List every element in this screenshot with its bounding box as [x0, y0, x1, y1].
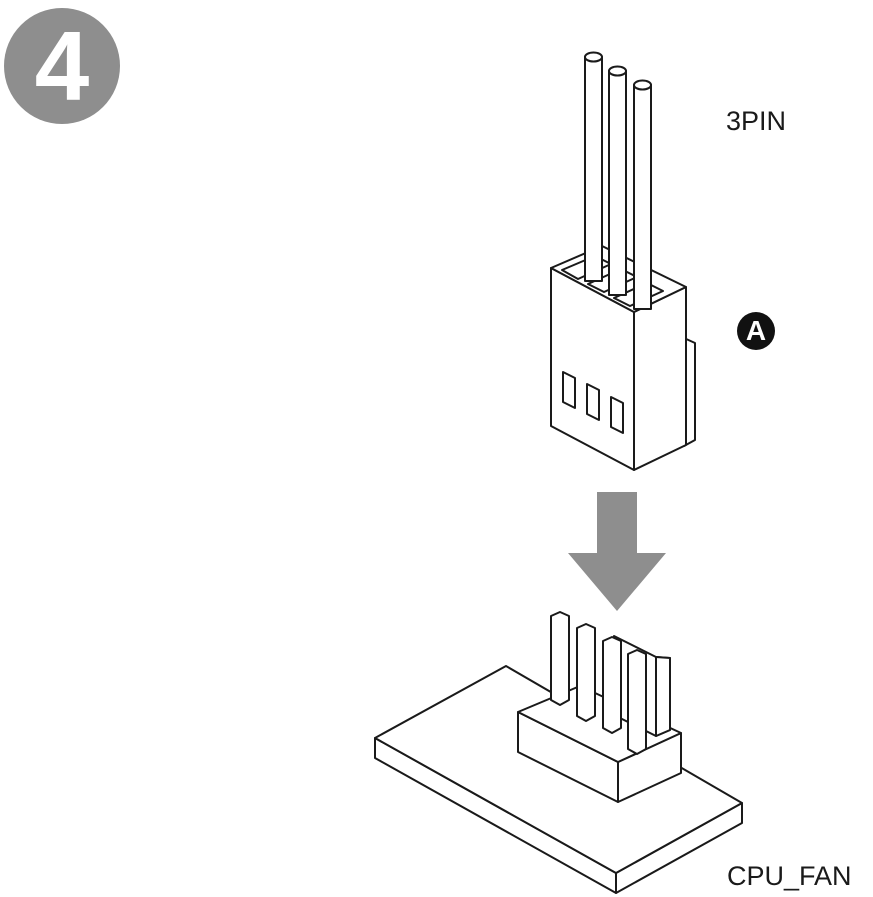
wire-2	[608, 70, 627, 296]
header-label: CPU_FAN	[727, 861, 852, 891]
wire-1	[584, 56, 603, 282]
connector-callout-badge: A	[737, 312, 775, 350]
header-pin-2	[576, 623, 596, 722]
wire-3-end	[633, 79, 652, 91]
connector-window-3	[610, 396, 624, 434]
header-pin-3	[602, 636, 622, 734]
connector-window-1	[562, 371, 576, 409]
header-pin-1	[550, 611, 570, 706]
header-pin-4	[627, 649, 647, 755]
header-pins	[550, 611, 647, 755]
connector-label: 3PIN	[726, 106, 787, 136]
connector-window-2	[586, 383, 600, 421]
motherboard-header	[374, 611, 743, 894]
down-arrow	[568, 492, 666, 611]
step-number-badge: 4	[4, 8, 120, 124]
wire-1-end	[584, 51, 603, 63]
wire-3	[633, 84, 652, 310]
fan-cable-connector	[550, 51, 696, 471]
connector-wires	[584, 51, 652, 310]
connector-side-face	[633, 286, 687, 471]
wire-2-end	[608, 65, 627, 77]
header-key-wall-edge	[655, 656, 671, 737]
